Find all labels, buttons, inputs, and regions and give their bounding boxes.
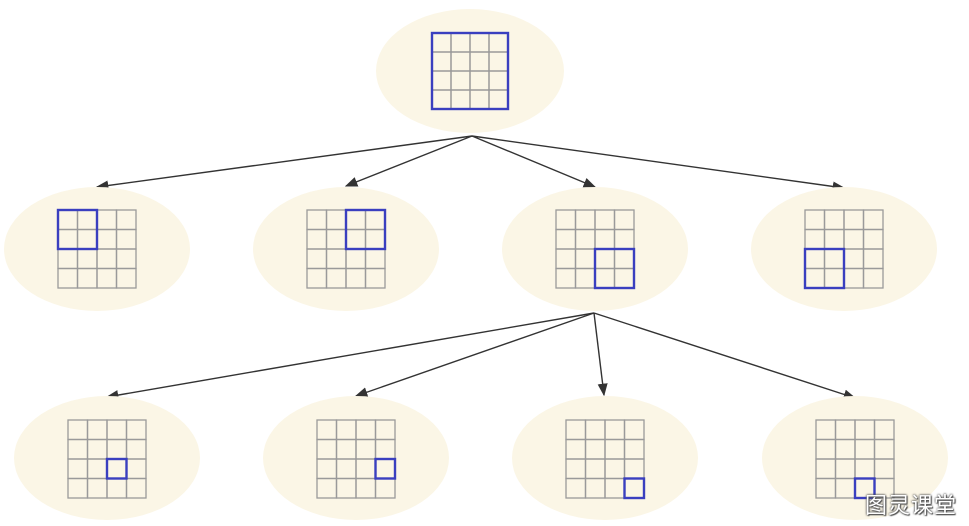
highlight-box [430,31,510,111]
arrow [593,312,608,397]
grid-cell [364,267,386,289]
node-l2-cell-3-3 [512,396,698,520]
node-l2-cell-2-2 [14,396,200,520]
node-l1-top-right [253,187,439,311]
highlight-box [105,457,128,480]
watermark-logo: 图灵课堂 [864,494,957,519]
highlight-box [623,477,646,500]
highlight-box [853,477,876,500]
node-root [376,9,564,133]
arrow [593,312,857,400]
arrow [354,312,595,398]
highlight-box [803,247,846,290]
grid-cell [862,267,884,289]
arrow [105,312,595,401]
node-l1-bottom-right [502,187,688,311]
grid-cell [115,267,137,289]
node-l2-cell-2-3 [263,396,449,520]
node-l2-cell-3-2 [762,396,948,520]
highlight-box [56,208,99,251]
arrow [471,135,846,192]
nodes [4,9,948,520]
highlight-box [374,457,397,480]
edges [95,135,857,401]
arrow [471,135,597,188]
node-l1-top-left [4,187,190,311]
arrow [344,135,473,187]
grid-cell [125,477,147,499]
node-l1-bottom-left [751,187,937,311]
arrow [95,135,473,191]
grid [565,419,645,499]
highlight-box [344,208,387,251]
highlight-box [593,247,636,290]
